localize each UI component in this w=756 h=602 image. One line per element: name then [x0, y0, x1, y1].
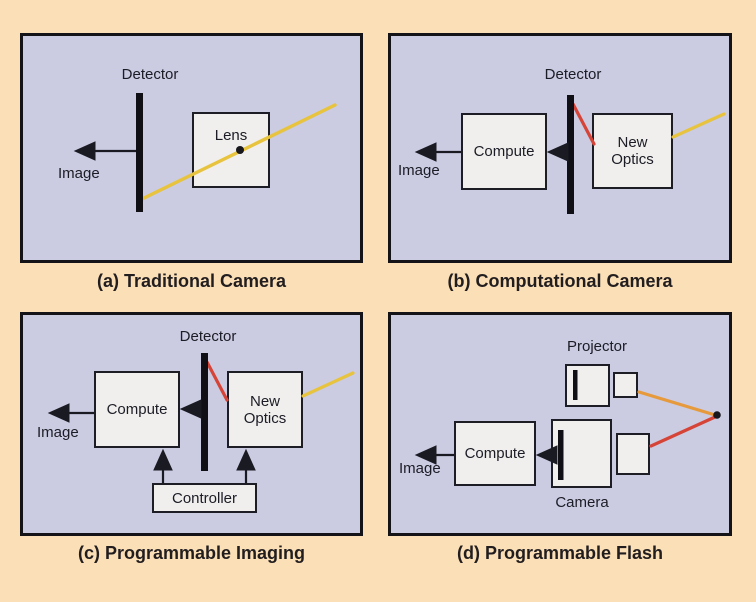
new-optics-box: New Optics — [227, 371, 303, 448]
compute-label: Compute — [473, 143, 535, 160]
caption-b: (b) Computational Camera — [447, 271, 673, 291]
projector-lens-box — [613, 372, 638, 398]
compute-box: Compute — [461, 113, 547, 190]
panel-programmable-flash: Projector Camera Compute Image — [388, 312, 732, 536]
projector-label: Projector — [566, 338, 628, 355]
detector-bar — [567, 95, 574, 214]
image-label: Image — [37, 424, 79, 441]
light-ray-red — [649, 415, 717, 448]
light-ray-orange — [637, 390, 717, 417]
caption-c: (c) Programmable Imaging — [77, 543, 306, 563]
new-optics-label: New Optics — [611, 134, 654, 168]
controller-label: Controller — [171, 489, 238, 507]
panel-programmable-imaging: Detector Compute New Optics Controller I… — [20, 312, 363, 536]
light-ray-yellow — [301, 371, 355, 398]
new-optics-box: New Optics — [592, 113, 673, 189]
camera-box — [551, 419, 612, 488]
camera-label: Camera — [555, 494, 609, 511]
light-ray-yellow — [671, 112, 726, 139]
panel-traditional-camera: Detector Lens Image — [20, 33, 363, 263]
lens-label: Lens — [214, 127, 248, 144]
light-ray-red — [205, 360, 229, 402]
panel-computational-camera: Detector Compute New Optics Image — [388, 33, 732, 263]
detector-bar — [201, 353, 208, 471]
image-label: Image — [399, 460, 441, 477]
image-label: Image — [58, 165, 100, 182]
detector-label: Detector — [179, 328, 237, 345]
compute-box: Compute — [454, 421, 536, 486]
detector-bar — [136, 93, 143, 212]
lens-box: Lens — [192, 112, 270, 188]
camera-lens-box — [616, 433, 650, 475]
compute-label: Compute — [464, 445, 526, 462]
compute-label: Compute — [106, 401, 168, 418]
scene-point-dot — [713, 411, 721, 419]
detector-label: Detector — [121, 66, 179, 83]
controller-box: Controller — [152, 483, 257, 513]
projector-box — [565, 364, 610, 407]
detector-label: Detector — [544, 66, 602, 83]
new-optics-label: New Optics — [243, 392, 287, 427]
caption-a: (a) Traditional Camera — [96, 271, 287, 291]
light-ray-red — [571, 102, 596, 146]
image-label: Image — [398, 162, 440, 179]
compute-box: Compute — [94, 371, 180, 448]
caption-d: (d) Programmable Flash — [456, 543, 664, 563]
